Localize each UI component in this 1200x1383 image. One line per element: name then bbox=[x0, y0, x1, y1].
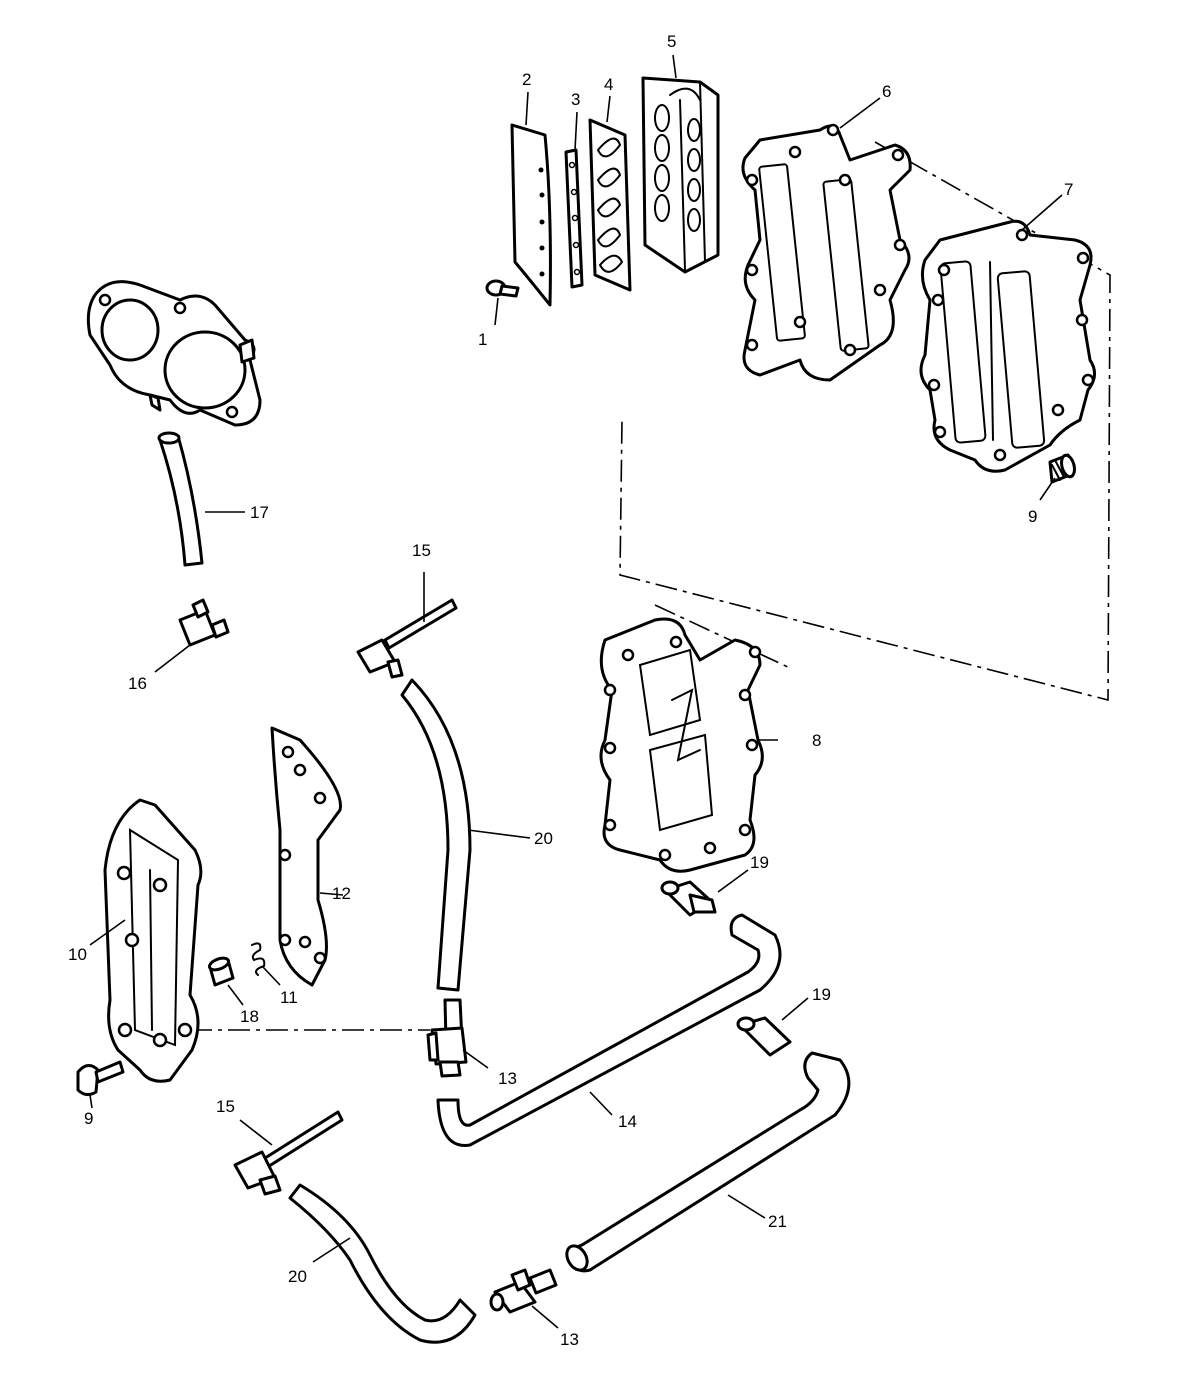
part-14-hose bbox=[436, 913, 782, 1147]
part-15-elbow-upper bbox=[356, 598, 458, 679]
callout-8: 8 bbox=[812, 731, 821, 750]
callout-15-lower: 15 bbox=[216, 1097, 235, 1116]
part-11-spring bbox=[251, 942, 266, 976]
part-10-bracket bbox=[103, 798, 203, 1083]
part-17-hose bbox=[157, 431, 204, 567]
part-2-reed-stop bbox=[510, 123, 552, 307]
callout-10: 10 bbox=[68, 945, 87, 964]
callout-15-upper: 15 bbox=[412, 541, 431, 560]
cover-plate bbox=[86, 280, 262, 427]
callout-19-lower: 19 bbox=[812, 985, 831, 1004]
callout-13-lower: 13 bbox=[560, 1330, 579, 1349]
part-20-hose-upper bbox=[400, 678, 472, 992]
part-13-tee-lower bbox=[489, 1268, 558, 1314]
part-7-adapter-plate bbox=[919, 219, 1096, 473]
callout-18: 18 bbox=[240, 1007, 259, 1026]
part-8-gasket bbox=[599, 617, 764, 873]
callout-6: 6 bbox=[882, 82, 891, 101]
part-18-sleeve bbox=[207, 956, 235, 987]
part-5-reed-block bbox=[641, 76, 720, 274]
callout-4: 4 bbox=[604, 75, 613, 94]
callout-20-upper: 20 bbox=[534, 829, 553, 848]
callout-19-upper: 19 bbox=[750, 853, 769, 872]
callout-labels: 1 2 3 4 5 6 7 8 9 9 10 11 12 13 13 14 15… bbox=[68, 32, 1073, 1349]
part-3-retainer bbox=[564, 148, 584, 289]
callout-20-lower: 20 bbox=[288, 1267, 307, 1286]
alignment-lines bbox=[190, 141, 1111, 1031]
callout-2: 2 bbox=[522, 70, 531, 89]
callout-13-upper: 13 bbox=[498, 1069, 517, 1088]
callout-1: 1 bbox=[478, 330, 487, 349]
part-9-bolt-lower bbox=[76, 1060, 125, 1097]
part-1-screw bbox=[485, 279, 520, 298]
part-20-hose-lower bbox=[288, 1183, 477, 1344]
part-12-gasket-strip bbox=[270, 726, 342, 987]
callout-7: 7 bbox=[1064, 180, 1073, 199]
callout-3: 3 bbox=[571, 90, 580, 109]
callout-11: 11 bbox=[280, 988, 298, 1007]
part-4-reeds bbox=[588, 118, 632, 292]
callout-5: 5 bbox=[667, 32, 676, 51]
callout-14: 14 bbox=[618, 1112, 637, 1131]
part-19-barb-upper bbox=[660, 880, 717, 917]
part-21-hose bbox=[565, 1051, 851, 1273]
callout-16: 16 bbox=[128, 674, 147, 693]
part-6-gasket bbox=[741, 123, 912, 382]
callout-17: 17 bbox=[250, 503, 269, 522]
part-9-screw-upper bbox=[1048, 453, 1076, 484]
leader-lines bbox=[89, 54, 1063, 1329]
callout-9-upper: 9 bbox=[1028, 507, 1037, 526]
part-13-tee-upper bbox=[426, 998, 468, 1078]
callout-21: 21 bbox=[768, 1212, 787, 1231]
callout-9-lower: 9 bbox=[84, 1109, 93, 1128]
part-16-tee-fitting bbox=[178, 598, 230, 647]
part-19-barb-lower bbox=[736, 1016, 792, 1057]
callout-12: 12 bbox=[332, 884, 351, 903]
part-15-elbow-lower bbox=[233, 1110, 344, 1196]
